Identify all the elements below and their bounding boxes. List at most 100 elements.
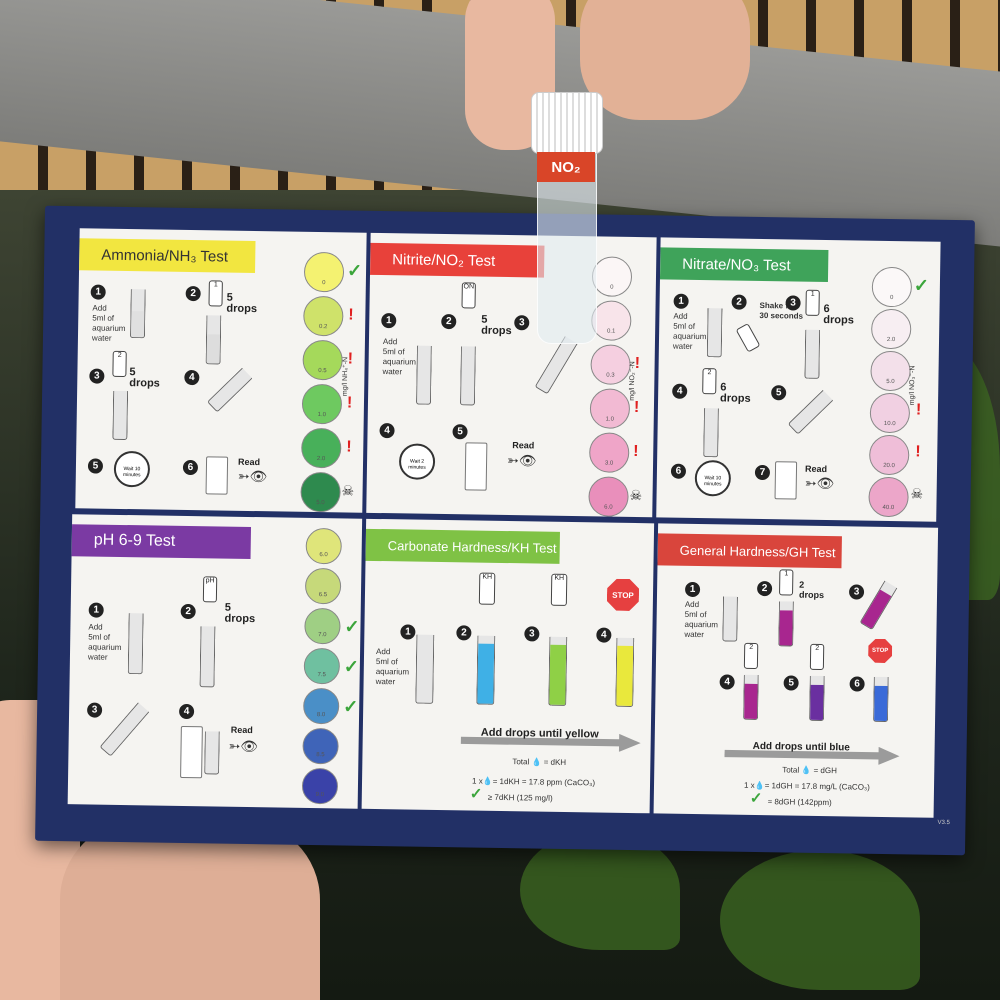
step-2: 2: [185, 285, 201, 302]
color-swatch: 0: [303, 251, 345, 293]
tube-icon: [778, 601, 794, 647]
skull-icon: ☠: [629, 486, 643, 504]
reagent-bottle-icon: 2: [809, 643, 825, 671]
reagent-bottle-icon: 1: [779, 569, 794, 596]
step-3: 3: [89, 368, 105, 384]
eye-icon: ➳👁: [228, 737, 259, 755]
shaking-tube-icon: [206, 367, 253, 413]
color-swatch: 8.5: [302, 727, 339, 765]
kh-total: Total 💧 = dKH: [512, 757, 567, 767]
kh-target: ≥ 7dKH (125 mg/l): [487, 792, 553, 803]
color-swatch: 0: [871, 266, 913, 308]
color-swatch: 40.0: [868, 476, 909, 518]
step-4: 4: [719, 674, 735, 690]
vial-cap: [531, 92, 603, 154]
step-1: 1: [684, 581, 701, 598]
stop-sign-icon: STOP: [607, 579, 639, 611]
color-swatch: 6.5: [304, 567, 342, 605]
step-1: 1: [88, 602, 104, 618]
step-3: 3: [848, 584, 865, 600]
shaking-bottle-icon: [735, 323, 761, 353]
tube-icon: [809, 675, 825, 722]
step-6: 6: [849, 676, 865, 692]
read-label: Read: [237, 456, 261, 468]
reagent-bottle-icon: 2: [112, 350, 127, 378]
left-hand: [60, 820, 320, 1000]
tube-icon: [205, 315, 222, 365]
read-label: Read: [512, 440, 535, 451]
reagent-bottle-icon: 2: [743, 642, 759, 669]
drops-label: 5 drops: [226, 291, 258, 316]
color-swatch: 20.0: [868, 434, 910, 476]
step-1: 1: [90, 284, 106, 300]
warning-icon: !: [348, 306, 354, 324]
step-4: 4: [672, 383, 688, 399]
color-swatch: 0.3: [590, 344, 631, 385]
check-icon: ✓: [346, 260, 363, 281]
read-label: Read: [804, 463, 828, 475]
tube-icon: [129, 289, 146, 339]
color-swatch: 2.0: [870, 308, 912, 350]
timer-icon: Wait 10 minutes: [113, 450, 151, 488]
ph-panel: pH 6-9 Test 1 Add 5ml of aquarium water …: [67, 514, 363, 809]
reagent-bottle-icon: ON: [461, 282, 476, 309]
color-swatch: 5.0: [300, 471, 341, 513]
unit-label: mg/l NO₂⁻-N: [628, 361, 637, 401]
version-label: V3.5: [937, 819, 950, 827]
drops-label: 5 drops: [481, 313, 512, 338]
vial-label: NO₂: [537, 152, 595, 182]
aquarium-plant: [720, 850, 920, 990]
color-card-icon: [180, 725, 203, 779]
tube-icon: [703, 408, 719, 458]
tube-icon: [415, 345, 432, 405]
tube-icon: [548, 636, 568, 706]
holding-thumb: [580, 0, 750, 120]
timer-icon: Wait 10 minutes: [694, 459, 732, 497]
unit-label: mg/l NH₄⁺-N: [341, 356, 350, 397]
add-water-text: Add 5ml of aquarium water: [382, 337, 417, 377]
step-5: 5: [452, 424, 468, 440]
tube-icon: [199, 626, 216, 688]
reagent-bottle-icon: 2: [702, 368, 717, 395]
gh-panel: General Hardness/GH Test 1 Add 5ml of aq…: [653, 523, 939, 818]
color-swatch: 6.0: [588, 476, 629, 517]
tube-icon: [873, 676, 889, 723]
drops-label: 5 drops: [129, 366, 160, 390]
reagent-bottle-icon: pH: [202, 576, 218, 603]
nitrate-panel: Nitrate/NO₃ Test 1 Add 5ml of aquarium w…: [656, 237, 941, 522]
step-5: 5: [783, 675, 799, 691]
color-card-icon: [774, 461, 798, 500]
add-water-text: Add 5ml of aquarium water: [375, 646, 410, 687]
gh-formula: 1 x💧= 1dGH = 17.8 mg/L (CaCO₃): [743, 780, 870, 792]
step-2: 2: [180, 603, 196, 620]
step-1: 1: [400, 624, 416, 640]
step-3: 3: [524, 626, 540, 642]
color-card-icon: [205, 456, 229, 495]
eye-icon: ➳👁: [237, 467, 268, 485]
unit-label: mg/l NO₃⁻-N: [908, 365, 917, 406]
drops-label: 6 drops: [720, 381, 751, 405]
color-swatch: 5.0: [870, 350, 911, 392]
ammonia-panel: Ammonia/NH₃ Test 1 Add 5ml of aquarium w…: [75, 228, 367, 513]
tube-icon: [415, 634, 435, 704]
tube-icon: [722, 596, 738, 642]
warning-icon: !: [633, 443, 639, 461]
color-swatch: 7.5: [303, 647, 341, 685]
tube-icon: [615, 637, 635, 708]
step-2: 2: [456, 625, 472, 641]
skull-icon: ☠: [910, 485, 924, 502]
nitrite-panel: Nitrite/NO₂ Test 1 Add 5ml of aquarium w…: [366, 232, 657, 518]
stop-sign-icon: STOP: [868, 639, 892, 663]
eye-icon: ➳👁: [506, 452, 537, 469]
step-4: 4: [184, 369, 200, 386]
reagent-bottle-icon: KH: [550, 573, 568, 606]
gh-total: Total 💧 = dGH: [782, 765, 837, 776]
gh-title: General Hardness/GH Test: [657, 533, 842, 569]
tube-icon: [459, 346, 476, 406]
color-swatch: 8.0: [302, 687, 340, 725]
shaking-tube-icon: [787, 389, 834, 435]
color-swatch: 3.0: [588, 432, 630, 473]
nitrite-title: Nitrite/NO₂ Test: [369, 242, 545, 278]
color-swatch: 1.0: [301, 383, 343, 425]
